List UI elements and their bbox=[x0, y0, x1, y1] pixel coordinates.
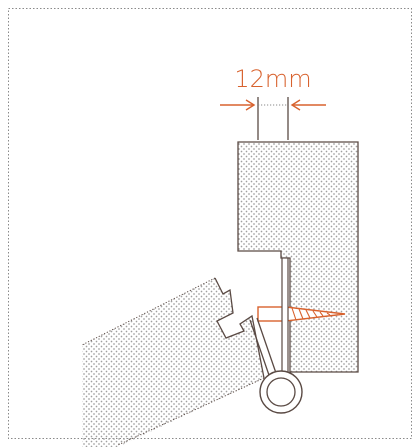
door-panel-body bbox=[82, 278, 264, 447]
dimension-indicator: 12mm bbox=[220, 65, 326, 140]
dimension-arrow-right bbox=[290, 99, 326, 111]
door-panel-edge bbox=[214, 277, 265, 379]
dimension-arrow-left bbox=[220, 99, 256, 111]
dimension-label: 12mm bbox=[234, 65, 311, 93]
hinge-plate bbox=[281, 257, 289, 375]
hinge-arm bbox=[249, 317, 278, 379]
screw bbox=[257, 306, 346, 322]
door-panel-top-edge bbox=[81, 277, 216, 346]
door-panel bbox=[81, 277, 265, 447]
hinge-knuckle bbox=[259, 370, 303, 414]
screw-thread bbox=[291, 307, 331, 321]
